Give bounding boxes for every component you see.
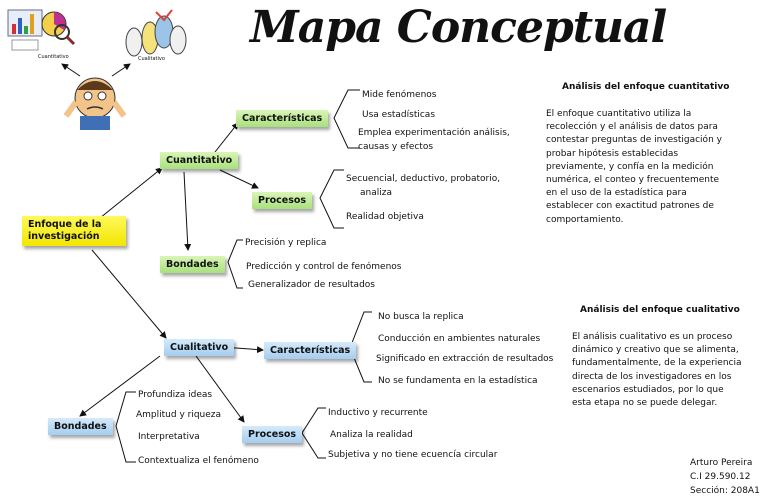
- figure-label-left: Cuantitativo: [38, 54, 69, 60]
- bracket-cuali-bond: [115, 391, 136, 463]
- confused-person-icon: [63, 77, 127, 130]
- cuantitativo-node: Cuantitativo: [160, 152, 239, 169]
- bracket-cuanti-proc: [319, 169, 344, 229]
- cuantitativo-caracteristicas-node: Características: [236, 110, 329, 127]
- cuali-caract-item-2: Conducción en ambientes naturales: [378, 334, 541, 344]
- edge-cuali-proc: [195, 355, 245, 423]
- cuanti-caract-item-2: Usa estadísticas: [362, 110, 436, 120]
- confused-person-illustration: [62, 72, 128, 130]
- author-ci: C.I 29.590.12: [690, 472, 751, 482]
- cuanti-proc-item-3: Realidad objetiva: [346, 212, 424, 222]
- root-node: Enfoque de la investigación: [22, 216, 126, 246]
- analisis-cualitativo-text: El análisis cualitativo es un proceso di…: [572, 332, 742, 409]
- cuanti-bond-item-1: Precisión y replica: [245, 238, 327, 248]
- edge-cuanti-bond: [183, 171, 192, 251]
- cuanti-caract-item-1: Mide fenómenos: [362, 90, 437, 100]
- figure-label-right: Cualitativo: [138, 56, 165, 62]
- cuali-caract-item-4: No se fundamenta en la estadística: [378, 376, 538, 386]
- cuali-caract-item-1: No busca la replica: [378, 312, 464, 322]
- cuanti-caract-item-4: causas y efectos: [358, 142, 434, 152]
- edge-cuanti-proc: [219, 169, 259, 189]
- cualitativo-procesos-node: Procesos: [242, 426, 303, 443]
- cuali-bond-item-4: Contextualiza el fenómeno: [138, 456, 259, 466]
- cuali-proc-item-3: Subjetiva y no tiene ecuencía circular: [328, 450, 498, 460]
- cuali-bond-item-2: Amplitud y riqueza: [136, 410, 222, 420]
- cualitativo-bondades-node: Bondades: [48, 418, 113, 435]
- cuali-bond-item-1: Profundiza ideas: [138, 390, 213, 400]
- edge-cuali-bond: [79, 355, 161, 417]
- cuali-proc-item-2: Analiza la realidad: [330, 430, 413, 440]
- bracket-cuanti-caract: [333, 89, 360, 149]
- bracket-cuanti-bond: [227, 239, 243, 289]
- cuanti-bond-item-3: Generalizador de resultados: [248, 280, 375, 290]
- cuanti-proc-item-1: Secuencial, deductivo, probatorio,: [346, 174, 501, 184]
- people-group-icon: [125, 9, 187, 57]
- bracket-cuali-proc: [301, 407, 326, 459]
- edge-root-cuali: [91, 249, 167, 339]
- author-name: Arturo Pereira: [690, 458, 753, 468]
- cuantitativo-bondades-node: Bondades: [160, 256, 225, 273]
- cuali-caract-item-3: Significado en extracción de resultados: [376, 354, 554, 364]
- cuanti-proc-item-2: analiza: [360, 188, 392, 198]
- cuanti-bond-item-2: Predicción y control de fenómenos: [246, 262, 402, 272]
- cuantitativo-procesos-node: Procesos: [252, 192, 313, 209]
- chart-magnifier-icon: [7, 9, 76, 51]
- analisis-cuantitativo-heading: Análisis del enfoque cuantitativo: [562, 82, 730, 92]
- edge-cuanti-caract: [214, 122, 239, 153]
- cuali-proc-item-1: Inductivo y recurrente: [328, 408, 428, 418]
- analisis-cuantitativo-text: El enfoque cuantitativo utiliza la recol…: [546, 109, 722, 225]
- author-section: Sección: 208A1: [690, 486, 760, 496]
- analisis-cualitativo-heading: Análisis del enfoque cualitativo: [580, 305, 740, 315]
- cuali-bond-item-3: Interpretativa: [138, 432, 200, 442]
- qualitative-illustration: Cualitativo: [120, 4, 192, 62]
- cualitativo-caracteristicas-node: Características: [264, 342, 357, 359]
- edge-person-left: [61, 63, 81, 77]
- edge-root-cuanti: [99, 167, 163, 219]
- edge-person-right: [111, 63, 131, 77]
- page-title: Mapa Conceptual: [250, 2, 667, 53]
- quantitative-illustration: Cuantitativo: [6, 6, 78, 60]
- root-label: Enfoque de la investigación: [28, 219, 102, 242]
- cualitativo-node: Cualitativo: [164, 339, 235, 356]
- cuanti-caract-item-3: Emplea experimentación análisis,: [358, 128, 510, 138]
